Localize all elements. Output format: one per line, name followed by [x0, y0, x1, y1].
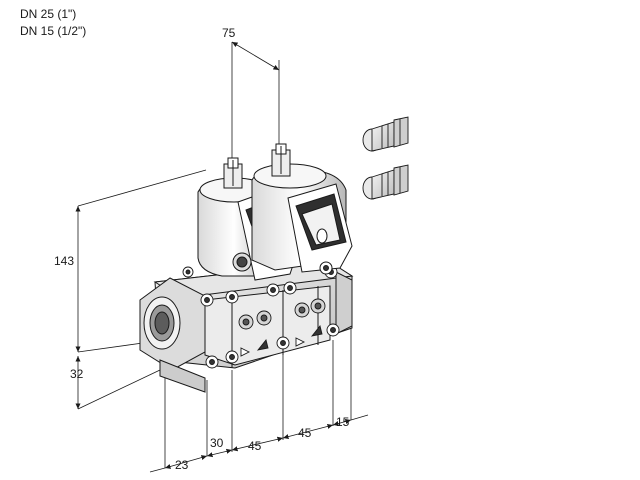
solenoid-coil-right	[251, 143, 353, 275]
size-legend: DN 25 (1") DN 15 (1/2")	[20, 6, 86, 40]
legend-dn15: DN 15 (1/2")	[20, 24, 87, 38]
cable-gland-icon	[362, 164, 409, 200]
valve-body	[139, 261, 354, 393]
screws	[182, 265, 340, 369]
dim-label-45a: 45	[248, 439, 262, 453]
dim-label-143: 143	[54, 254, 74, 268]
legend-dn25: DN 25 (1")	[20, 7, 77, 21]
dim-label-75: 75	[222, 26, 236, 40]
cable-gland-icon	[362, 116, 409, 152]
dim-label-30: 30	[210, 436, 224, 450]
dim-label-32: 32	[70, 367, 84, 381]
dim-label-23: 23	[175, 458, 189, 472]
dim-label-15: 15	[336, 415, 350, 429]
pressure-ports	[238, 298, 326, 357]
dim-label-45b: 45	[298, 426, 312, 440]
